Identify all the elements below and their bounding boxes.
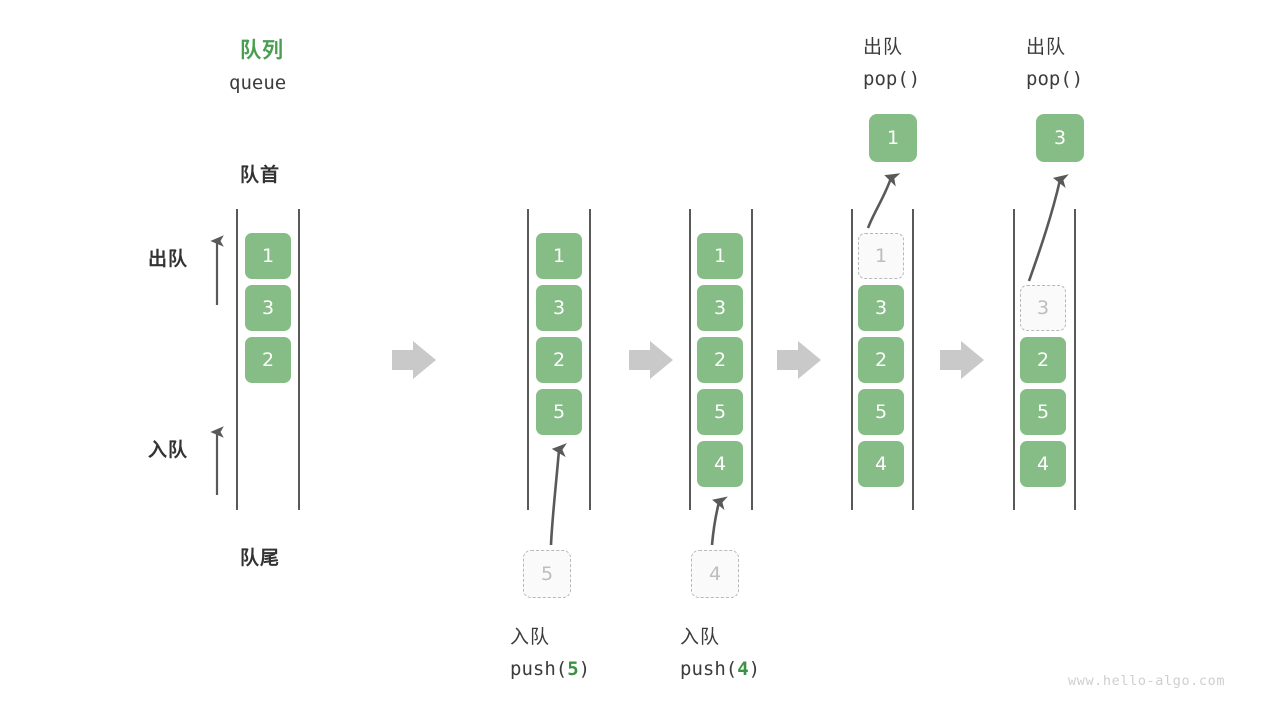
col-initial-rail-left (236, 209, 238, 510)
col-push-4-caption-code: push(4) (680, 658, 760, 680)
col-push-5-rail-right (589, 209, 591, 510)
col-push-4-cell-0: 1 (697, 233, 743, 279)
push-4-arrow (710, 496, 728, 546)
queue-tail-label: 队尾 (240, 547, 281, 569)
col-push-5-cell-1: 3 (536, 285, 582, 331)
col-pop-3-cell-4: 4 (1020, 441, 1066, 487)
col-push-4-cell-3: 5 (697, 389, 743, 435)
col-pop-3-header-code: pop() (1026, 68, 1084, 90)
col-pop-3-rail-left (1013, 209, 1015, 510)
site-watermark: www.hello-algo.com (1068, 673, 1226, 689)
col-initial-rail-right (298, 209, 300, 510)
col-pop-1-rail-left (851, 209, 853, 510)
push-5-arrow (549, 443, 567, 546)
queue-title-en: queue (229, 72, 287, 94)
col-pop-3-cell-3: 5 (1020, 389, 1066, 435)
col-initial-cell-1: 3 (245, 285, 291, 331)
col-push-4-cell-2: 2 (697, 337, 743, 383)
col-pop-1-header-code: pop() (863, 68, 921, 90)
col-push-5-cell-0: 1 (536, 233, 582, 279)
enqueue-side-label: 入队 (148, 439, 189, 461)
dequeue-side-label: 出队 (148, 248, 189, 270)
queue-head-label: 队首 (240, 164, 281, 186)
col-push-4-incoming-cell: 4 (691, 550, 739, 598)
col-push-5-cell-2: 2 (536, 337, 582, 383)
col-push-4-cell-4: 4 (697, 441, 743, 487)
step-arrow-2 (629, 341, 673, 379)
col-pop-1-cell-2: 2 (858, 337, 904, 383)
col-pop-3-rail-right (1074, 209, 1076, 510)
col-pop-3-header-cn: 出队 (1026, 36, 1067, 58)
queue-title-cn: 队列 (240, 38, 284, 62)
col-pop-3-cell-2: 2 (1020, 337, 1066, 383)
col-push-5-caption-accent: 5 (567, 658, 579, 680)
col-pop-1-cell-3: 5 (858, 389, 904, 435)
col-push-5-incoming-cell: 5 (523, 550, 571, 598)
col-pop-1-popped-cell: 1 (869, 114, 917, 162)
col-push-5-caption-cn: 入队 (510, 626, 551, 648)
col-pop-1-cell-4: 4 (858, 441, 904, 487)
col-push-4-cell-1: 3 (697, 285, 743, 331)
col-initial-cell-2: 2 (245, 337, 291, 383)
col-push-4-caption-prefix: push( (680, 658, 738, 680)
col-initial-cell-0: 1 (245, 233, 291, 279)
col-pop-1-rail-right (912, 209, 914, 510)
step-arrow-1 (392, 341, 436, 379)
col-pop-3-cell-1: 3 (1020, 285, 1066, 331)
col-push-4-caption-cn: 入队 (680, 626, 721, 648)
col-push-5-rail-left (527, 209, 529, 510)
col-pop-1-cell-1: 3 (858, 285, 904, 331)
step-arrow-4 (940, 341, 984, 379)
col-push-4-caption-accent: 4 (737, 658, 749, 680)
col-pop-3-popped-cell: 3 (1036, 114, 1084, 162)
col-push-5-caption-code: push(5) (510, 658, 590, 680)
col-push-4-caption-suffix: ) (748, 658, 761, 680)
pop-1-arrow (866, 173, 901, 229)
col-push-4-rail-right (751, 209, 753, 510)
col-push-5-caption-prefix: push( (510, 658, 568, 680)
col-push-5-caption-suffix: ) (578, 658, 591, 680)
step-arrow-3 (777, 341, 821, 379)
col-push-5-cell-3: 5 (536, 389, 582, 435)
pop-3-arrow (1027, 174, 1069, 282)
col-pop-1-cell-0: 1 (858, 233, 904, 279)
col-pop-1-header-cn: 出队 (863, 36, 904, 58)
col-push-4-rail-left (689, 209, 691, 510)
